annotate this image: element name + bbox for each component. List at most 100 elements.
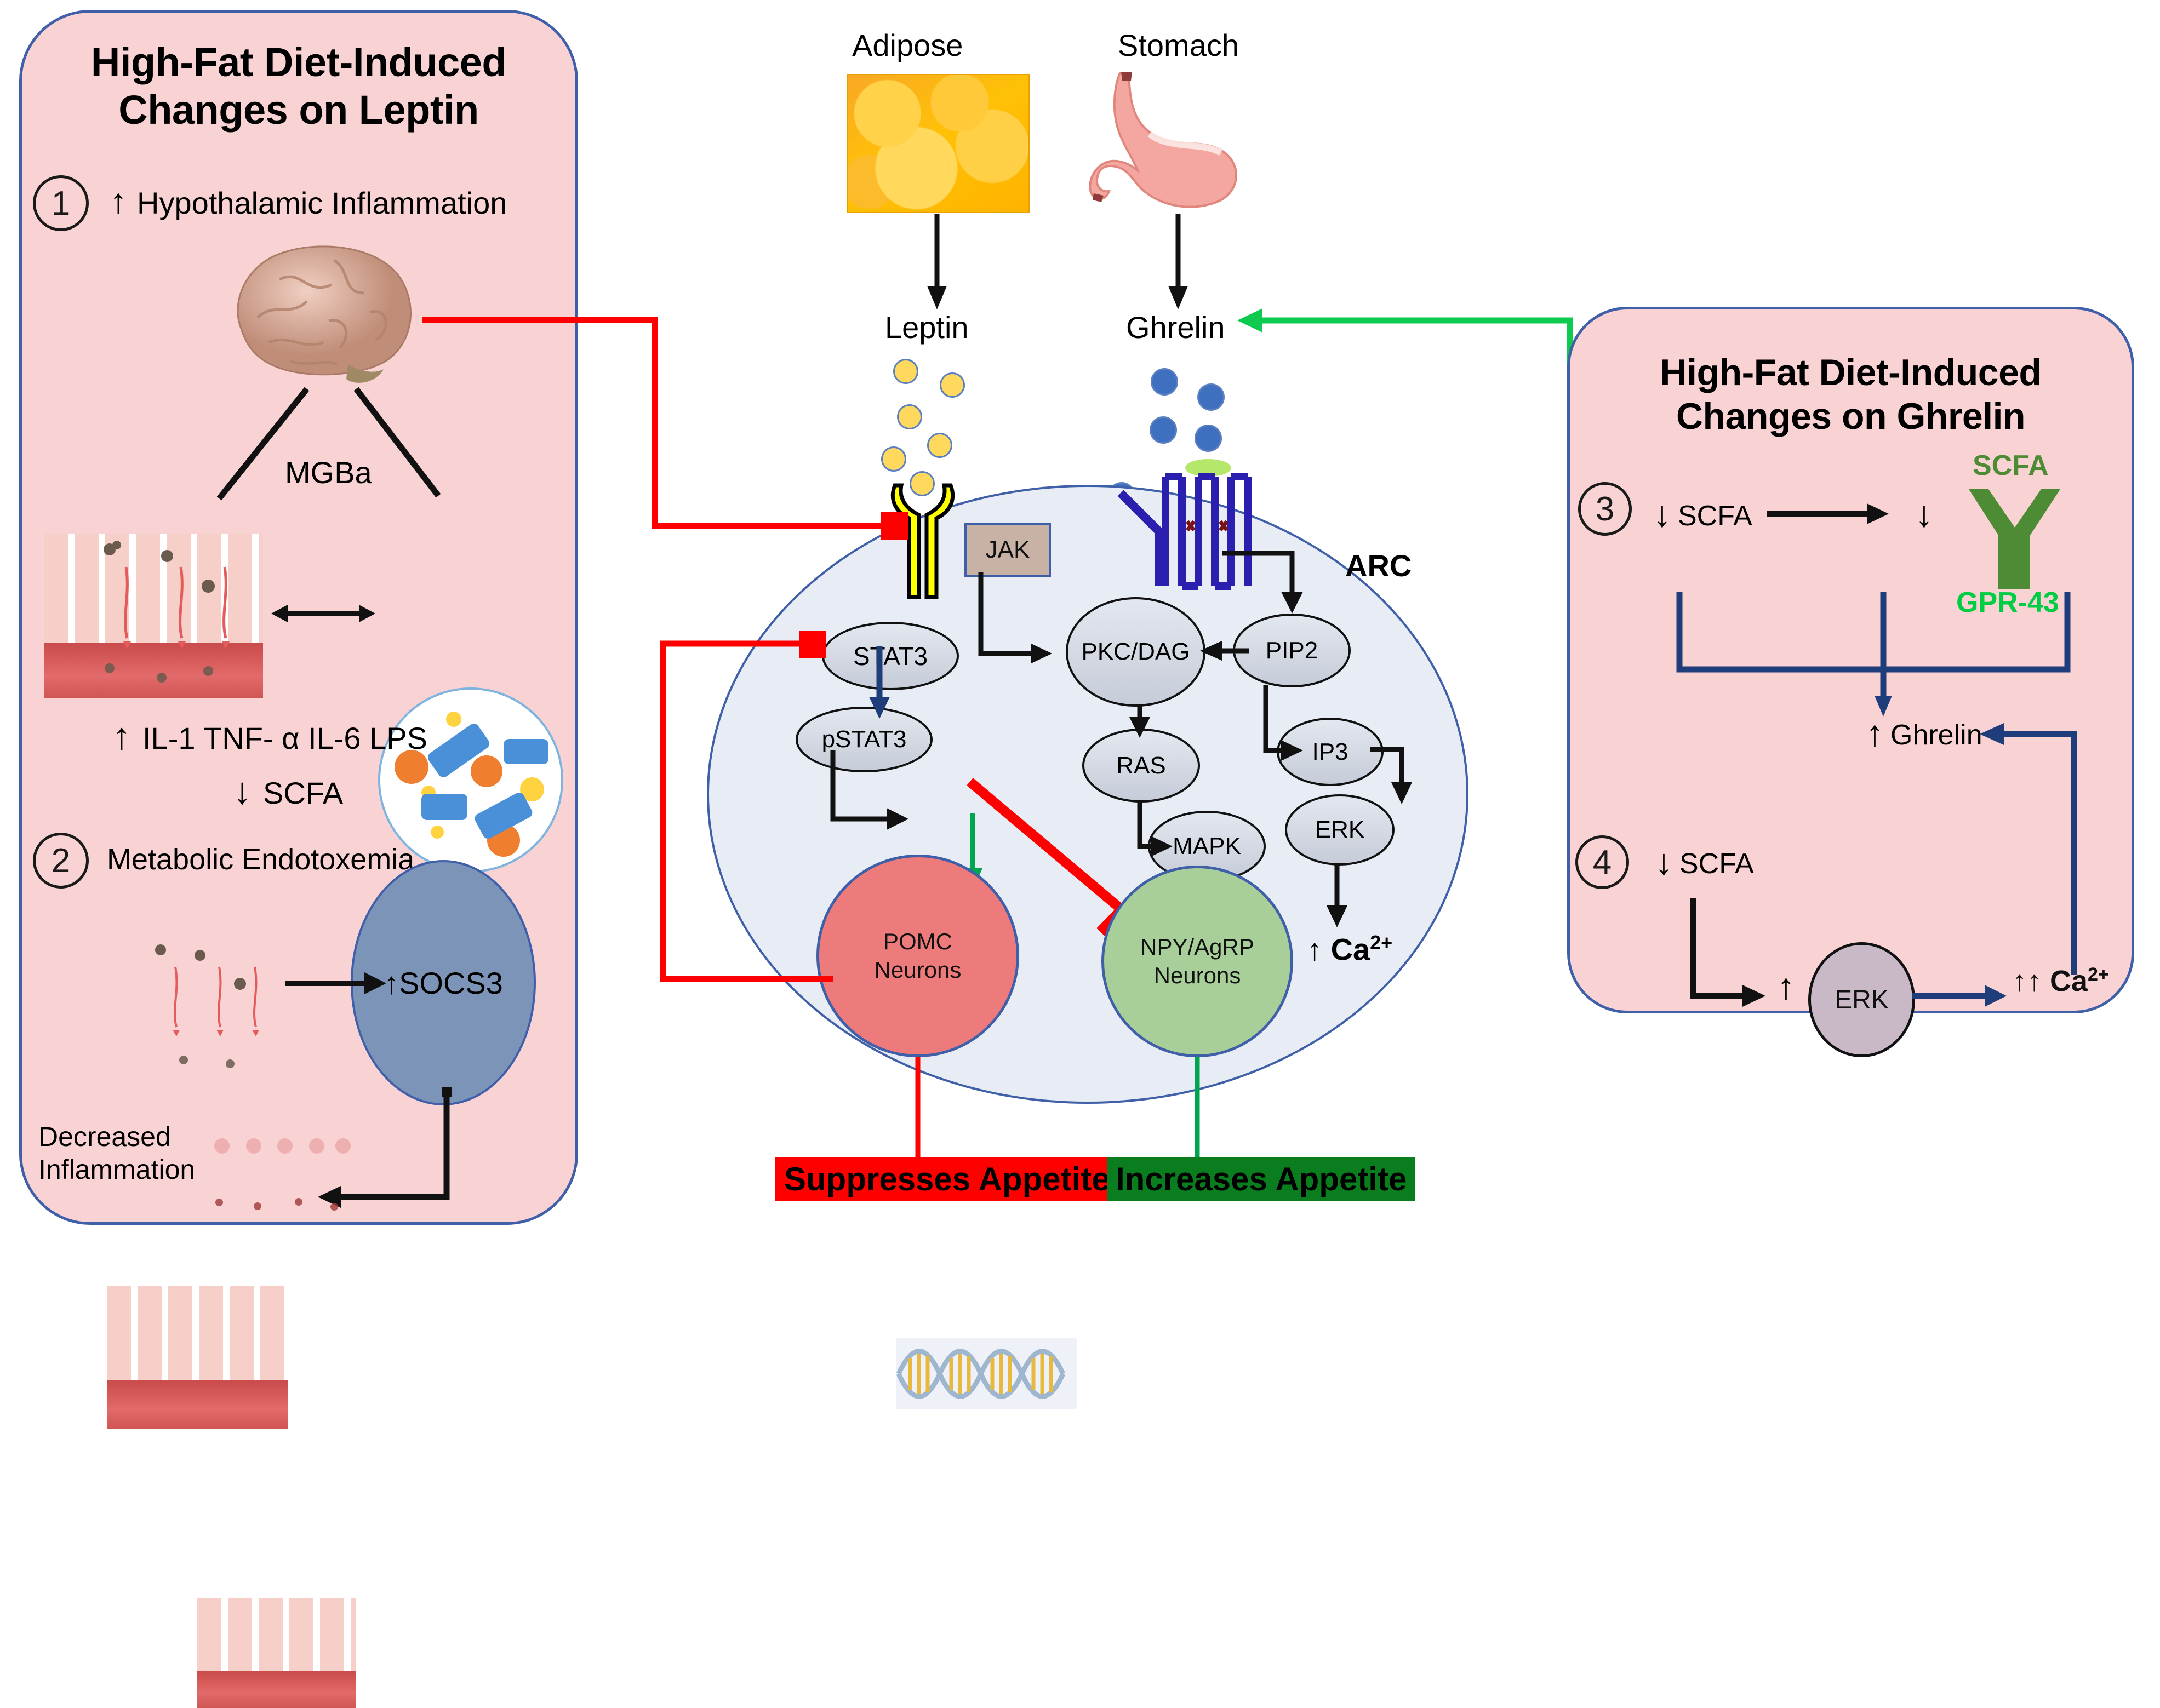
jak-box: JAK	[964, 523, 1051, 577]
calcium-label-right: Ca	[2050, 965, 2088, 998]
ras-to-mapk-arrow	[1137, 800, 1173, 857]
cytokines-up-arrow: ↑	[112, 715, 131, 757]
ghrelin-increase-label: Ghrelin	[1890, 719, 1982, 751]
leaky-gut-epithelium-icon	[107, 1286, 288, 1429]
step-3-scfa-down-arrow: ↓	[1653, 494, 1671, 534]
scfa-down-arrow-1: ↓	[233, 770, 252, 812]
scfa-to-erk-elbow-arrow	[1690, 898, 1765, 1007]
healthy-epithelium-detail	[214, 1138, 351, 1211]
increases-appetite-banner: Increases Appetite	[1107, 1157, 1416, 1201]
erk-to-calcium-arrow	[1327, 863, 1347, 927]
gpr43-label: GPR-43	[1956, 587, 2059, 618]
leptin-label: Leptin	[885, 310, 969, 345]
step-1-label: Hypothalamic Inflammation	[137, 186, 507, 220]
mgba-branch-lines	[216, 387, 441, 501]
pstat3-node: pSTAT3	[796, 707, 933, 772]
gut-microbiome-double-arrow	[271, 605, 375, 622]
step-2-label: Metabolic Endotoxemia	[107, 843, 415, 876]
scfa-receptor-top-label: SCFA	[1973, 450, 2049, 482]
gut-microbiome-icon	[378, 687, 563, 873]
pip2-to-ip3-arrow	[1263, 685, 1303, 761]
cytokines-label: IL-1 TNF- α IL-6 LPS	[142, 721, 427, 755]
ip3-to-erk-arrow	[1370, 747, 1412, 804]
socs3-inhibits-stat3	[660, 631, 833, 982]
scfa-label-1: SCFA	[263, 776, 344, 810]
calcium-readout-right: ↑↑ Ca2+	[2012, 964, 2109, 998]
step-3-badge: 3	[1578, 482, 1632, 536]
stomach-label: Stomach	[1118, 28, 1239, 62]
adipose-tissue-icon	[847, 74, 1030, 213]
calcium-double-up-arrows: ↑↑	[2012, 965, 2042, 998]
right-panel-title-line1: High-Fat Diet-Induced	[1660, 352, 2042, 393]
erk-to-calcium-arrow-right	[1912, 985, 2007, 1007]
suppresses-appetite-banner: Suppresses Appetite	[775, 1157, 1119, 1201]
left-panel-title: High-Fat Diet-Induced Changes on Leptin	[30, 38, 567, 134]
calcium-charge-right: 2+	[2088, 964, 2109, 985]
ghrelin-label: Ghrelin	[1126, 310, 1225, 345]
npy-agrp-neurons: NPY/AgRP Neurons	[1101, 866, 1293, 1057]
step-4-scfa-down-arrow: ↓	[1655, 841, 1673, 882]
pip2-to-pkcdag-arrow	[1200, 641, 1249, 661]
adipose-to-leptin-arrow	[927, 214, 947, 309]
leptin-molecule	[893, 359, 918, 384]
erk-up-arrow: ↑	[1777, 966, 1795, 1006]
right-panel	[1567, 307, 2134, 1013]
gpr43-receptor-icon	[1969, 489, 2060, 589]
gpr43-bracket	[1676, 592, 2071, 717]
healthy-epithelium-icon	[197, 1598, 356, 1708]
right-panel-title-line2: Changes on Ghrelin	[1676, 396, 2026, 438]
step-2-badge: 2	[33, 833, 89, 889]
pstat3-to-dna-arrow	[830, 750, 908, 830]
epithelium-detail-2	[155, 944, 259, 1068]
leptin-molecule	[910, 471, 935, 496]
step-4-badge: 4	[1575, 835, 1629, 889]
ghsr-gpcr-receptor-icon	[1117, 459, 1252, 590]
step-4-scfa-label: SCFA	[1679, 848, 1754, 880]
npy-line1: NPY/AgRP	[1140, 933, 1254, 960]
right-panel-title: High-Fat Diet-Induced Changes on Ghrelin	[1575, 351, 2126, 438]
step-1-up-arrow: ↑	[110, 181, 127, 221]
pkcdag-to-ras-arrow	[1129, 704, 1150, 738]
calcium-readout: ↑ Ca2+	[1307, 931, 1392, 967]
calcium-to-ghrelin-feedback	[1980, 723, 2077, 975]
dna-helix-icon	[896, 1338, 1077, 1409]
decreased-inflammation-label: Decreased Inflammation	[38, 1120, 195, 1186]
erk-node: ERK	[1285, 794, 1395, 866]
pkc-dag-node: PKC/DAG	[1066, 597, 1205, 707]
jak-to-stat3-arrow	[978, 572, 1052, 663]
arc-label: ARC	[1345, 548, 1412, 583]
left-panel-title-line1: High-Fat Diet-Induced	[90, 39, 507, 85]
leptin-molecule	[897, 404, 922, 429]
gut-to-socs3-arrow	[285, 972, 386, 994]
leptin-molecule	[927, 433, 952, 458]
stomach-to-ghrelin-arrow	[1168, 214, 1188, 309]
stat3-to-pstat3-arrow	[869, 646, 890, 719]
calcium-label: Ca	[1330, 932, 1370, 967]
pomc-line2: Neurons	[874, 957, 962, 983]
socs3-label: ↑SOCS3	[384, 965, 503, 1000]
mgba-label: MGBa	[285, 455, 372, 490]
erk-node-right: ERK	[1808, 942, 1915, 1057]
step-3-scfa-label: SCFA	[1678, 500, 1752, 532]
pip2-node: PIP2	[1233, 614, 1351, 687]
brain-inhibits-leptin-receptor	[422, 317, 908, 540]
npy-line2: Neurons	[1153, 962, 1241, 988]
epithelium-detail-1	[104, 541, 230, 683]
gpr43-down-arrow: ↓	[1915, 494, 1933, 534]
leptin-molecule	[881, 446, 906, 472]
ghrelin-molecule	[1151, 368, 1178, 396]
left-panel-title-line2: Changes on Leptin	[118, 87, 479, 133]
decreased-inflammation-line2: Inflammation	[38, 1154, 196, 1185]
ghrelin-molecule	[1150, 416, 1177, 444]
erk-right-label: ERK	[1835, 985, 1889, 1015]
scfa-to-gpr43-arrow	[1767, 503, 1889, 524]
calcium-charge: 2+	[1370, 931, 1393, 954]
leptin-receptor-icon	[890, 483, 955, 599]
leptin-molecule	[940, 372, 965, 398]
receptor-to-pip2-arrow	[1222, 551, 1303, 614]
step-1-badge: 1	[33, 175, 89, 231]
decreased-inflammation-line1: Decreased	[38, 1121, 171, 1152]
adipose-label: Adipose	[852, 28, 963, 62]
stomach-icon	[1089, 71, 1238, 208]
intestinal-epithelium-icon	[44, 534, 263, 698]
